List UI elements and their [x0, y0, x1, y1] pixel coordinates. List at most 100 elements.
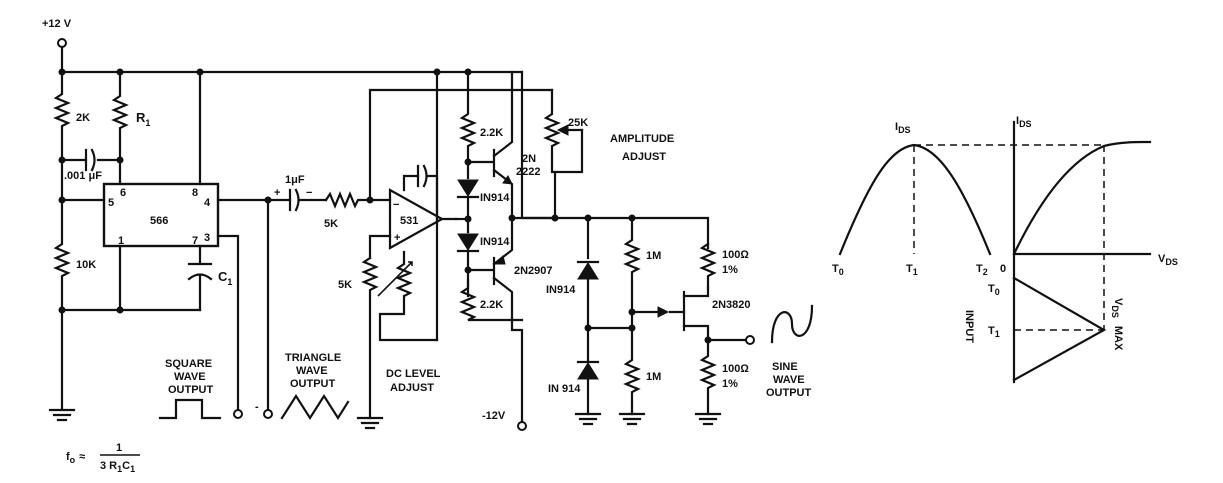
diode-in914-1 — [457, 179, 479, 197]
q2-label: 2N2907 — [514, 265, 553, 277]
square-label-1: SQUARE — [165, 358, 212, 370]
triangle-label-2: WAVE — [296, 365, 328, 377]
resistor-2-2k-top — [459, 70, 477, 164]
ic-pin-6: 6 — [120, 187, 126, 199]
t0-input-label: T0 — [988, 283, 1000, 297]
junction-dot — [116, 306, 124, 314]
terminal-dash: - — [255, 401, 259, 413]
resistor-2-2k-top-label: 2.2K — [480, 127, 503, 139]
formula-numerator: 1 — [116, 442, 122, 454]
pot-wiper-arrow — [377, 261, 413, 297]
q1-emitter-arrow — [502, 175, 513, 185]
input-axis-label: INPUT — [963, 310, 975, 343]
ic-pin-3: 3 — [204, 232, 210, 244]
resistor-2k — [53, 70, 71, 202]
diode-in914-2 — [457, 233, 479, 251]
square-wave-symbol — [158, 398, 222, 420]
supply-plus-label: +12 V — [42, 18, 72, 30]
pot-5k-dc-level — [361, 256, 379, 420]
resistor-1m-bottom-label: 1M — [646, 371, 661, 383]
feedback-wire — [368, 88, 554, 202]
cap-001-label: .001 μF — [64, 170, 102, 182]
pot-5k-label: 5K — [338, 279, 352, 291]
ground-symbol — [48, 408, 76, 422]
amplitude-section: 25K AMPLITUDE ADJUST — [543, 88, 674, 220]
sine-label-2: WAVE — [773, 374, 805, 386]
supply-terminal — [57, 38, 67, 48]
resistor-5k-series-label: 5K — [324, 218, 338, 230]
waveform-outputs: SQUARE WAVE OUTPUT - TRIANGLE WAVE OUTPU… — [158, 196, 350, 421]
formula-denominator: 3 R1C1 — [100, 460, 135, 474]
offset-network — [378, 250, 439, 342]
ground-symbol — [574, 412, 602, 426]
resistor-100-top-label: 100Ω — [722, 249, 749, 261]
t1-label: T1 — [906, 263, 918, 277]
origin-zero-label: 0 — [1000, 263, 1006, 275]
resistor-r1 — [111, 70, 129, 162]
resistor-1m-divider — [623, 216, 641, 416]
resistor-5k-series — [324, 191, 392, 209]
cap-1uf-minus: − — [306, 187, 312, 199]
square-label-2: WAVE — [174, 371, 206, 383]
q1-label-a: 2N — [522, 153, 536, 165]
ids-right-label: IDS — [1016, 115, 1032, 129]
cap-c1-label: C1 — [218, 269, 232, 287]
opamp-531-body — [388, 188, 445, 250]
t1-input-label: T1 — [988, 325, 1000, 339]
resistor-100-bottom-tol: 1% — [722, 378, 738, 390]
frequency-formula: fo≈ 1 3 R1C1 — [66, 442, 140, 474]
square-label-3: OUTPUT — [168, 384, 214, 396]
amplitude-label-1: AMPLITUDE — [610, 133, 674, 145]
ic-pin-5: 5 — [108, 197, 114, 209]
resistor-100-top — [699, 242, 717, 290]
jfet-drain-source — [682, 286, 710, 342]
shaper-section: 2.2K IN914 IN914 2.2K 2N 2222 2N2907 -12… — [454, 70, 559, 431]
pot-25k-wiper-arrow — [556, 124, 569, 136]
ground-symbol — [356, 416, 384, 430]
opamp-plus: + — [394, 232, 400, 244]
diode-in914-2-label: IN914 — [480, 236, 510, 248]
q2-emitter-arrow — [492, 255, 506, 265]
resistor-r1-label: R1 — [136, 110, 150, 128]
resistor-100-bottom-label: 100Ω — [722, 363, 749, 375]
resistor-1m-top-label: 1M — [646, 250, 661, 262]
q1-label-b: 2222 — [516, 166, 540, 178]
pin3-square-wire — [216, 234, 240, 412]
buffer-opamp-section: 1μF + − 5K 531 − + 5K DC LEVEL ADJUST — [266, 70, 554, 430]
sine-input-bus — [553, 216, 710, 250]
sine-label-1: SINE — [772, 361, 798, 373]
sine-output-terminal — [745, 335, 755, 345]
amplitude-label-2: ADJUST — [622, 151, 666, 163]
cap-1uf-plate-curved — [294, 188, 300, 212]
dc-level-label-2: ADJUST — [390, 382, 434, 394]
cap-1uf-label: 1μF — [285, 174, 305, 186]
jfet-gate-arrow — [657, 306, 670, 318]
junction-dot — [58, 306, 66, 314]
diode-in914-3-label: IN914 — [546, 284, 576, 296]
sine-wave-symbol — [770, 304, 814, 344]
diode-in914-4-label: IN 914 — [548, 383, 581, 395]
resistor-10k-label: 10K — [76, 259, 96, 271]
formula-lhs: fo≈ — [66, 451, 85, 465]
ground-symbol — [618, 412, 646, 426]
t0-label: T0 — [832, 263, 844, 277]
opamp-531-label: 531 — [400, 215, 418, 227]
supply-minus-terminal — [517, 421, 527, 431]
ids-vds-curve — [1012, 140, 1152, 256]
comp-cap-plates — [416, 164, 428, 188]
pot-25k-label: 25K — [568, 117, 588, 129]
vds-max-label: VDSMAX — [1110, 298, 1124, 351]
resistor-2k-label: 2K — [76, 112, 90, 124]
cap-001-plate-curved — [90, 148, 96, 172]
ic-pin-1: 1 — [118, 235, 124, 247]
triangle-label-1: TRIANGLE — [285, 352, 341, 364]
opamp-minus: − — [393, 199, 399, 211]
sine-label-3: OUTPUT — [766, 387, 812, 399]
ids-left-label: IDS — [895, 121, 911, 135]
cap-1uf-plus: + — [274, 187, 280, 199]
dc-level-label-1: DC LEVEL — [386, 368, 441, 380]
ic-pin-4: 4 — [204, 197, 211, 209]
supply-minus-label: -12V — [482, 410, 506, 422]
supply-down-wire — [520, 70, 557, 220]
